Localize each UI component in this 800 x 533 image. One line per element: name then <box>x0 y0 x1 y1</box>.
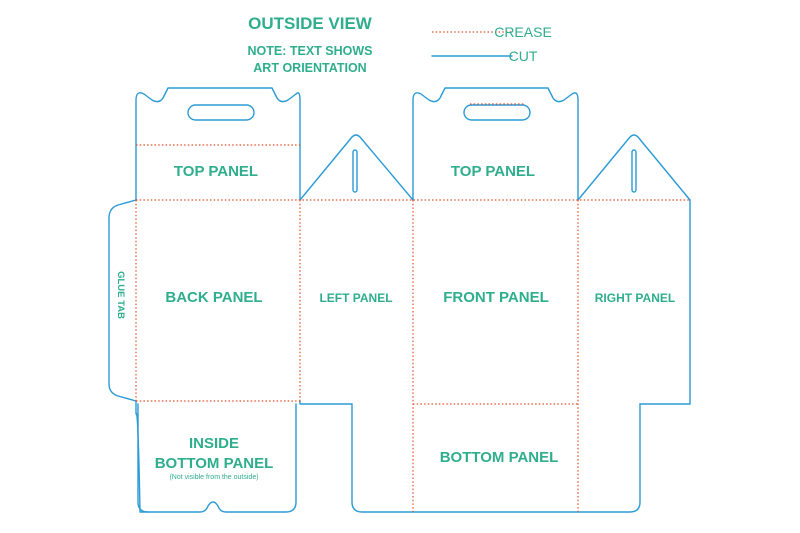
diagram-title: OUTSIDE VIEW <box>248 14 373 33</box>
note-line-2: ART ORIENTATION <box>253 61 366 75</box>
left-gable-slot <box>352 149 358 193</box>
right-gable-slot <box>631 149 637 193</box>
bottom-panel-label: BOTTOM PANEL <box>440 449 559 466</box>
legend-crease-label: CREASE <box>494 24 552 40</box>
top-panel-front-label: TOP PANEL <box>451 163 535 180</box>
left-panel-label: LEFT PANEL <box>319 291 392 305</box>
front-panel-label: FRONT PANEL <box>443 289 549 306</box>
back-top-flap-cut <box>135 87 301 201</box>
cut-lines <box>108 87 691 513</box>
top-panel-back-label: TOP PANEL <box>174 163 258 180</box>
right-gable-cut <box>577 134 691 201</box>
inside-bottom-note: (Not visible from the outside) <box>169 474 258 481</box>
right-panel-label: RIGHT PANEL <box>595 291 675 305</box>
front-top-flap-cut <box>412 87 579 201</box>
left-gable-cut <box>299 134 414 201</box>
crease-lines <box>135 103 690 512</box>
inside-bottom-label-line1: INSIDE <box>189 435 239 452</box>
note-line-1: NOTE: TEXT SHOWS <box>248 44 373 58</box>
legend-cut-label: CUT <box>509 48 538 64</box>
back-handle-hole <box>187 104 255 121</box>
front-handle-hole <box>463 104 531 121</box>
back-panel-label: BACK PANEL <box>165 289 262 306</box>
glue-tab-cut <box>108 199 137 402</box>
inside-bottom-left-edge <box>137 403 149 513</box>
glue-tab-label: GLUE TAB <box>115 271 126 319</box>
legend: CREASE CUT <box>431 24 552 64</box>
inside-bottom-label-line2: BOTTOM PANEL <box>155 455 274 472</box>
left-panel-bottom-cut <box>299 400 353 405</box>
bottom-panel-cut <box>351 403 641 513</box>
